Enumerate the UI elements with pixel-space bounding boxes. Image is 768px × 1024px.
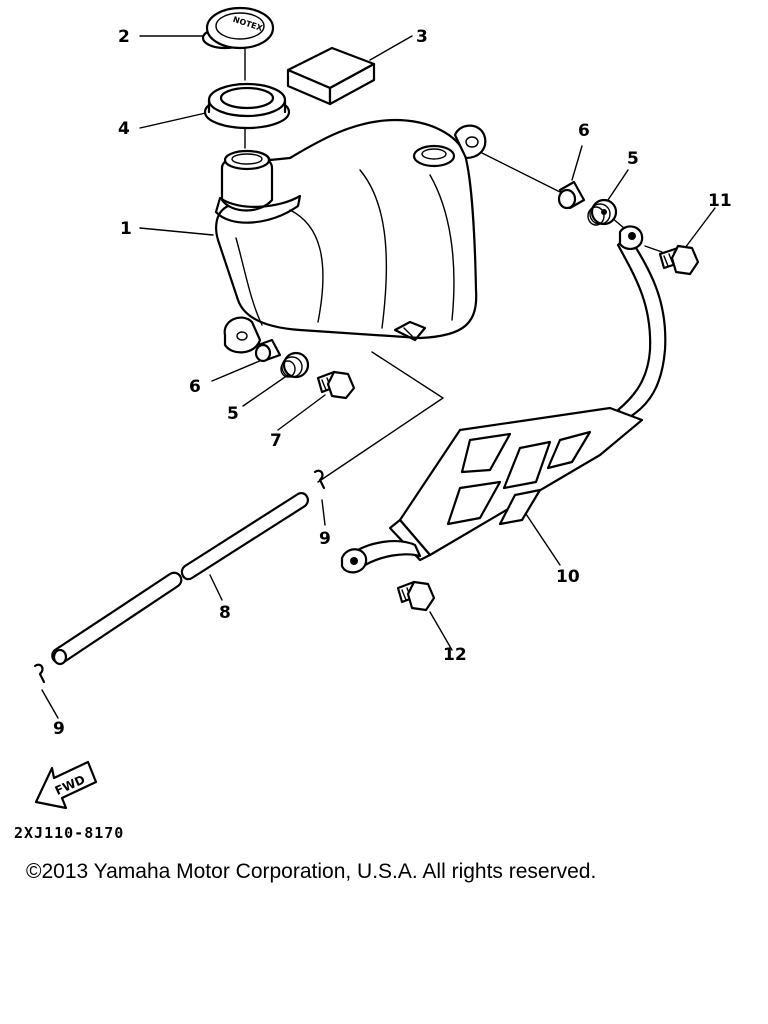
callout-9-upper: 9 [319,529,331,549]
callout-10: 10 [556,567,580,587]
copyright-notice: ©2013 Yamaha Motor Corporation, U.S.A. A… [26,860,596,883]
callout-11: 11 [708,191,732,211]
callout-5-lower: 5 [227,404,239,424]
callout-4: 4 [118,119,130,139]
part-5-grommet-lower [280,351,310,379]
part-8-fuel-hose [51,492,309,666]
diagram-code: 2XJ110-8170 [14,824,124,842]
callout-labels: 2 3 4 1 6 5 11 6 5 7 9 8 10 12 9 [53,27,732,739]
part-7-bolt [316,370,356,400]
callout-5-upper: 5 [627,149,639,169]
part-6-collar-lower [254,338,282,363]
part-5-grommet-upper [587,198,618,226]
callout-6-upper: 6 [578,121,590,141]
part-10-bracket [340,225,667,574]
part-6-collar-upper [557,180,586,210]
part-11-bolt [658,244,700,276]
part-1-fuel-tank [214,118,487,354]
callout-6-lower: 6 [189,377,201,397]
callout-2: 2 [118,27,130,47]
callout-8: 8 [219,603,231,623]
callout-3: 3 [416,27,428,47]
callout-12: 12 [443,645,467,665]
callout-9-lower: 9 [53,719,65,739]
part-9-clip-upper [313,469,326,490]
part-4-filler-ring [203,82,291,130]
part-9-clip-lower [33,663,46,684]
leader-lines [41,35,716,719]
part-12-bolt [396,580,436,612]
callout-7: 7 [270,431,282,451]
callout-1: 1 [120,219,132,239]
part-2-fuel-cap: NOTEX [201,6,275,50]
fwd-arrow: FWD [34,760,98,810]
part-3-pad [286,46,376,106]
